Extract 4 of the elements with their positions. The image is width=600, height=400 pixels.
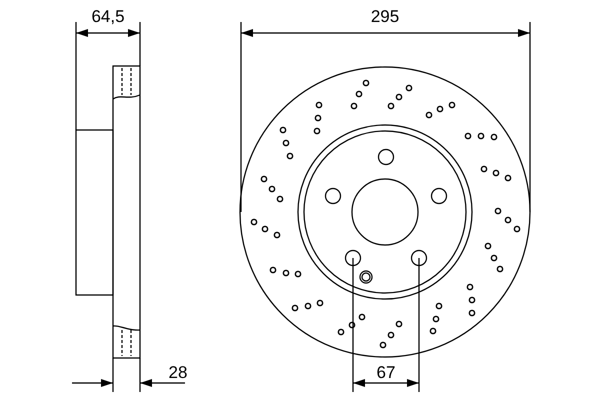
dimension-value: 28 — [168, 364, 188, 381]
dimension-value: 295 — [370, 8, 400, 25]
dimension-value: 67 — [376, 364, 396, 381]
dimension-value: 64,5 — [90, 8, 126, 25]
